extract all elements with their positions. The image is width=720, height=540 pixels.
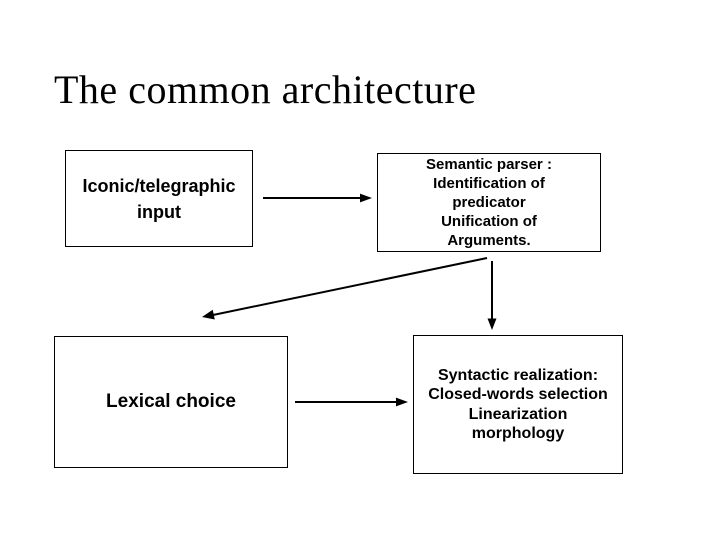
arrow-parser-to-lexical [202, 257, 488, 320]
arrow-input-to-parser [263, 193, 372, 203]
node-label: Iconic/telegraphic input [82, 175, 236, 222]
node-iconic-telegraphic-input: Iconic/telegraphic input [65, 150, 253, 247]
node-label: Semantic parser : Identification of pred… [426, 156, 552, 249]
node-lexical-choice: Lexical choice [54, 336, 288, 468]
node-syntactic-realization: Syntactic realization: Closed-words sele… [413, 335, 623, 474]
slide-title: The common architecture [54, 67, 477, 112]
arrow-lexical-to-syntactic [295, 397, 408, 407]
node-label: Syntactic realization: Closed-words sele… [428, 366, 608, 443]
arrow-parser-to-syntactic [487, 261, 497, 330]
node-semantic-parser: Semantic parser : Identification of pred… [377, 153, 601, 252]
node-label: Lexical choice [106, 391, 236, 412]
